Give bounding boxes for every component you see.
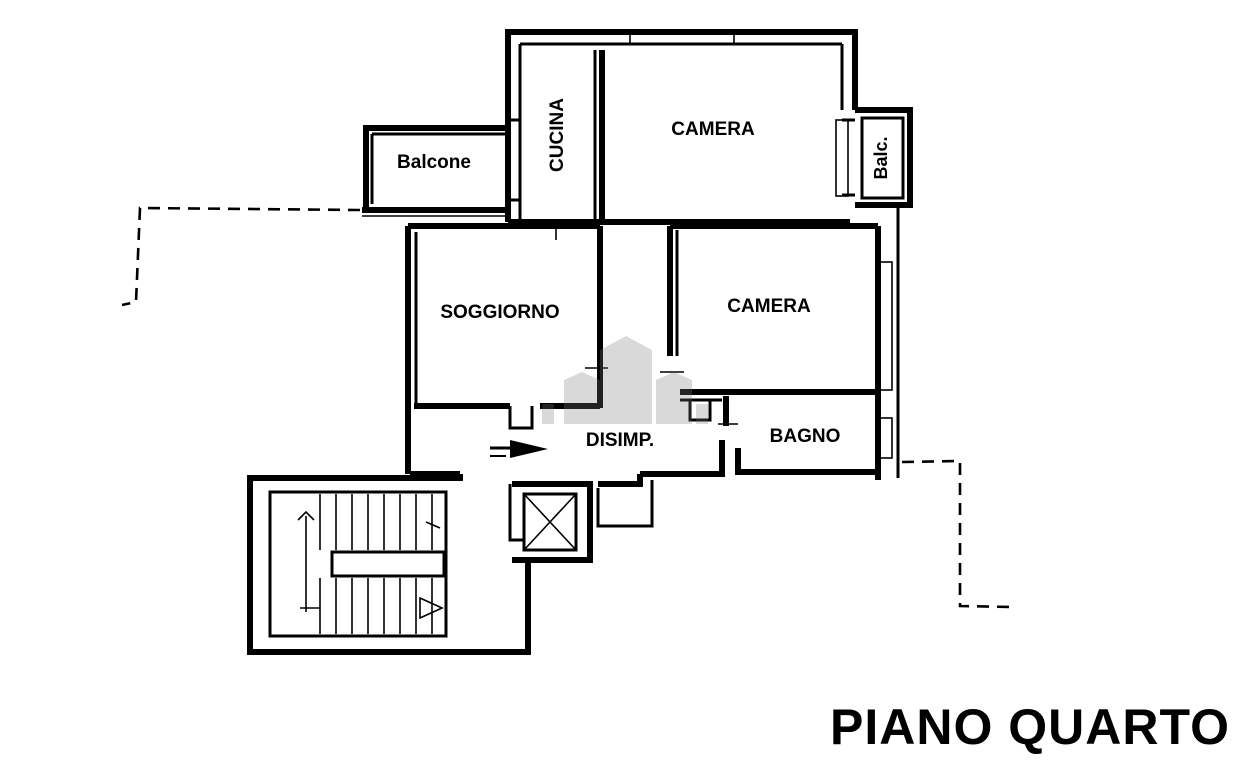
window-bagno: [877, 417, 893, 459]
stair-treads: [297, 494, 444, 634]
window-top: [629, 31, 735, 45]
lift-shaft: [508, 481, 593, 563]
window-camera-mid: [877, 261, 893, 391]
entrance-arrow-icon: [490, 440, 548, 458]
room-label-camera-top: CAMERA: [671, 119, 755, 140]
watermark-logo: [542, 336, 708, 424]
staircase: [247, 474, 531, 655]
room-label-camera-mid: CAMERA: [727, 296, 811, 317]
balcony-right-walls: [835, 107, 913, 208]
room-label-soggiorno: SOGGIORNO: [440, 302, 559, 323]
window-balc-right: [835, 119, 849, 197]
room-label-balcone: Balcone: [397, 152, 471, 173]
room-label-disimp: DISIMP.: [586, 430, 654, 451]
room-label-bagno: BAGNO: [770, 426, 841, 447]
floor-title: PIANO QUARTO: [830, 699, 1230, 755]
main-block-walls: [405, 205, 900, 528]
room-label-cucina: CUCINA: [547, 98, 568, 172]
balcony-left-walls: [362, 125, 508, 217]
room-label-balc: Balc.: [871, 136, 891, 179]
dashed-outline-left: [121, 206, 361, 307]
dashed-outline-right: [901, 459, 1011, 609]
